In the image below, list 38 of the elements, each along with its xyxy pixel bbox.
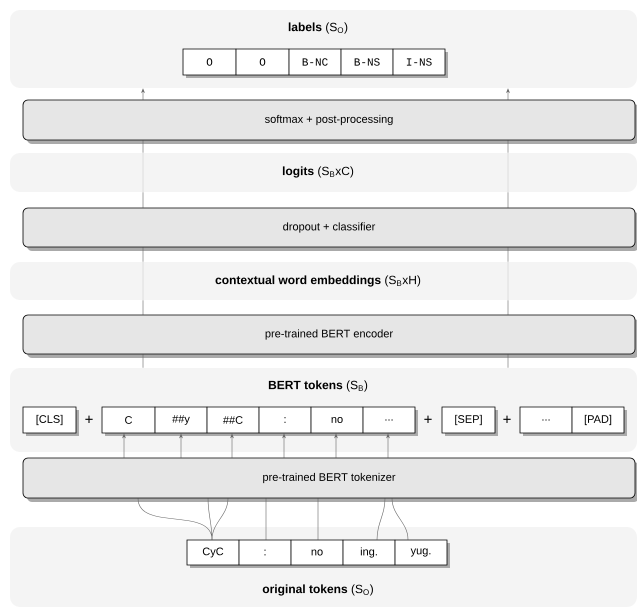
connector-line bbox=[212, 498, 228, 540]
token-cell: ##y bbox=[154, 406, 210, 436]
connector-line bbox=[142, 192, 144, 208]
token-cell: [PAD] bbox=[572, 406, 627, 436]
token-cell: no bbox=[290, 540, 346, 568]
plus-sign: + bbox=[424, 416, 432, 423]
process-box: softmax + post-processing bbox=[22, 100, 637, 144]
process-box: dropout + classifier bbox=[22, 208, 637, 251]
plus-sign: + bbox=[85, 416, 93, 423]
connector-line bbox=[142, 354, 144, 368]
token-cell: [CLS] bbox=[22, 406, 79, 436]
connector-line bbox=[208, 498, 212, 540]
token-cell: ... bbox=[362, 406, 418, 436]
token-cell: ##C bbox=[206, 406, 262, 436]
connector-line bbox=[392, 498, 408, 540]
band: contextual word embeddings (S$_{B}$xH) bbox=[10, 262, 637, 300]
connector-line bbox=[142, 140, 144, 154]
band: logits (S$_{B}$xC) bbox=[10, 152, 637, 192]
token-cell: [SEP] bbox=[442, 406, 498, 436]
process-box: pre-trained BERT encoder bbox=[22, 314, 637, 358]
token-cell: I-NS bbox=[392, 48, 448, 78]
token-cell: : bbox=[238, 540, 294, 568]
token-cell: B-NC bbox=[288, 48, 344, 78]
connector-line bbox=[376, 498, 386, 540]
token-cell: ing. bbox=[342, 540, 398, 568]
token-cell: yug. bbox=[394, 540, 450, 568]
connector-line bbox=[142, 300, 144, 315]
connector-line bbox=[142, 247, 144, 262]
token-cell: CyC bbox=[186, 540, 242, 568]
token-cell: B-NS bbox=[340, 48, 396, 78]
token-cell: no bbox=[310, 406, 366, 436]
token-cell: : bbox=[258, 406, 314, 436]
process-box: pre-trained BERT tokenizer bbox=[22, 458, 637, 502]
token-cell: C bbox=[102, 406, 158, 436]
token-cell: O bbox=[236, 48, 292, 78]
plus-sign: + bbox=[503, 416, 511, 423]
token-cell: O bbox=[182, 48, 239, 78]
token-cell: ... bbox=[520, 406, 575, 436]
